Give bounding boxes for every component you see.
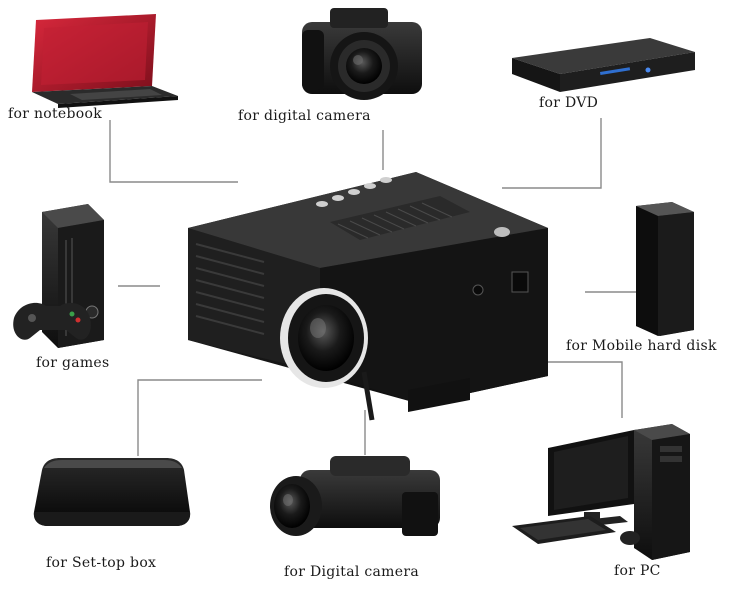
camcorder-icon [270,456,440,536]
label-mobile-hard-disk: for Mobile hard disk [566,338,717,354]
connector-set-top-box [137,379,262,456]
connector-pc [520,361,623,418]
label-digital-camera-video: for Digital camera [284,564,419,580]
laptop-icon [32,14,178,108]
label-notebook: for notebook [8,106,103,122]
label-games: for games [36,355,110,371]
connector-lines [109,118,638,456]
label-digital-camera: for digital camera [238,108,371,124]
hard-disk-icon [636,202,694,336]
projector-icon [188,172,548,421]
connector-notebook [109,120,238,183]
keyboard-icon [512,516,616,544]
label-dvd: for DVD [539,95,599,111]
pc-tower-icon [634,424,690,560]
game-controller-icon [13,302,91,340]
mouse-icon [620,531,640,545]
dvd-player-icon [512,38,695,92]
label-set-top-box: for Set-top box [46,555,157,571]
label-pc: for PC [614,563,661,579]
set-top-box-icon [33,458,191,526]
pc-monitor-icon [548,430,634,528]
dslr-camera-icon [302,8,422,100]
connector-dvd [502,118,602,189]
